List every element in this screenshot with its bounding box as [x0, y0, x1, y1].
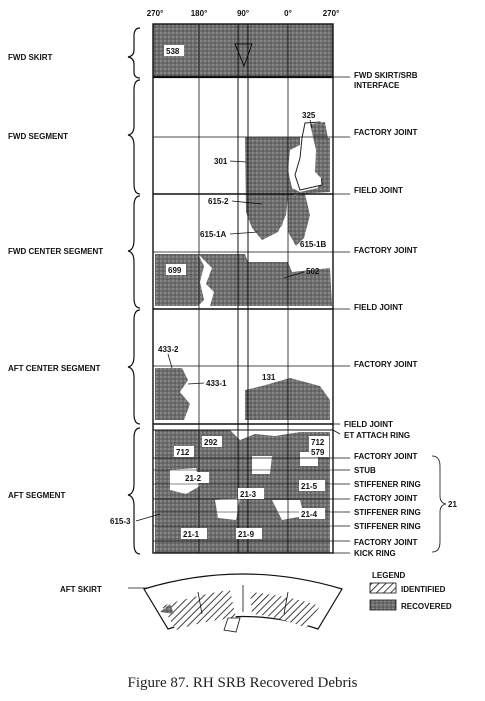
legend-recovered-label: RECOVERED: [401, 602, 452, 611]
aft-skirt-gap: [223, 617, 241, 633]
degree-label: 90°: [237, 9, 249, 18]
degree-label: 270°: [147, 9, 164, 18]
debris-433-2: [155, 368, 190, 420]
degree-label: 270°: [323, 9, 340, 18]
piece-label: 615-3: [110, 517, 131, 526]
segment-braces: [127, 27, 141, 555]
piece-label: 712: [311, 438, 325, 447]
srb-grid: [152, 23, 334, 554]
factory-joint-label: FACTORY JOINT: [354, 538, 418, 547]
piece-label: 502: [306, 267, 320, 276]
aft-center-segment-label: AFT CENTER SEGMENT: [8, 364, 101, 373]
joint-leaders: [332, 76, 447, 554]
piece-label: 699: [168, 266, 182, 275]
legend-swatch-recovered: [369, 599, 397, 611]
degree-label: 0°: [284, 9, 292, 18]
stiffener-ring-label: STIFFENER RING: [354, 522, 421, 531]
aft-skirt-identified: [162, 590, 236, 630]
aft-skirt-recovered: [160, 604, 174, 614]
piece-label: 615-2: [208, 197, 229, 206]
degree-label: 180°: [191, 9, 208, 18]
kick-ring-label: KICK RING: [354, 549, 396, 558]
stub-label: STUB: [354, 466, 376, 475]
debris-699: [155, 254, 204, 306]
stiffener-ring-label: STIFFENER RING: [354, 480, 421, 489]
piece-label: 433-2: [158, 345, 179, 354]
factory-joint-label: FACTORY JOINT: [354, 128, 418, 137]
debris-131: [245, 378, 330, 420]
factory-joint-label: FACTORY JOINT: [354, 360, 418, 369]
factory-joint-label: FACTORY JOINT: [354, 494, 418, 503]
aft-segment-label: AFT SEGMENT: [8, 491, 65, 500]
legend-swatch-identified: [369, 582, 397, 594]
et-attach-ring-label: ET ATTACH RING: [344, 431, 410, 440]
piece-label: 21-2: [185, 474, 202, 483]
factory-joint-label: FACTORY JOINT: [354, 246, 418, 255]
piece-label: 325: [302, 111, 316, 120]
factory-joint-label: FACTORY JOINT: [354, 452, 418, 461]
piece-label: 579: [311, 448, 325, 457]
piece-label: 21-4: [301, 510, 318, 519]
fwd-center-segment-label: FWD CENTER SEGMENT: [8, 247, 103, 256]
piece-label: 712: [176, 448, 190, 457]
aft-skirt-label: AFT SKIRT: [60, 585, 102, 594]
piece-label: 615-1B: [300, 240, 326, 249]
fwd-skirt-interface-label: FWD SKIRT/SRB: [354, 71, 418, 80]
piece-label: 292: [204, 438, 218, 447]
piece-label: 21-9: [238, 530, 255, 539]
debris-615-2: [254, 196, 288, 240]
gap: [252, 456, 272, 474]
piece-label: 538: [166, 47, 180, 56]
piece-label: 301: [214, 157, 228, 166]
group-number-label: 21: [448, 500, 457, 509]
piece-label: 21-3: [240, 490, 257, 499]
field-joint-label: FIELD JOINT: [354, 303, 403, 312]
legend-title: LEGEND: [372, 571, 406, 580]
field-joint-label: FIELD JOINT: [354, 186, 403, 195]
gap: [215, 498, 240, 520]
debris-615-1b: [288, 194, 310, 246]
legend-identified-label: IDENTIFIED: [401, 585, 446, 594]
fwd-skirt-interface-label: INTERFACE: [354, 81, 400, 90]
piece-label: 21-1: [183, 530, 200, 539]
fwd-skirt-label: FWD SKIRT: [8, 53, 53, 62]
piece-label: 21-5: [301, 482, 318, 491]
figure-caption: Figure 87. RH SRB Recovered Debris: [127, 675, 358, 691]
debris-502: [198, 254, 332, 306]
stiffener-ring-label: STIFFENER RING: [354, 508, 421, 517]
field-joint-label: FIELD JOINT: [344, 420, 393, 429]
piece-label: 131: [262, 373, 276, 382]
aft-skirt-ticks: [197, 585, 289, 615]
piece-label: 433-1: [206, 379, 227, 388]
piece-label: 615-1A: [200, 230, 226, 239]
fwd-segment-label: FWD SEGMENT: [8, 132, 68, 141]
